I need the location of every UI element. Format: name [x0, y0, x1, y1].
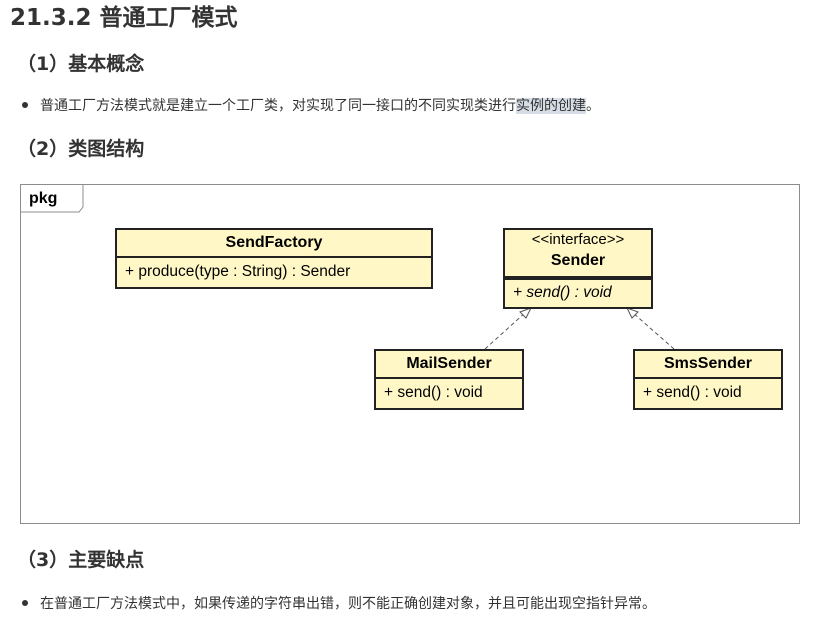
drawback-text: 在普通工厂方法模式中，如果传递的字符串出错，则不能正确创建对象，并且可能出现空指…: [40, 596, 656, 612]
list-item-concept: 普通工厂方法模式就是建立一个工厂类，对实现了同一接口的不同实现类进行实例的创建。: [22, 96, 600, 116]
bullet-dot: [22, 102, 28, 108]
class-operation: + produce(type : String) : Sender: [125, 263, 351, 280]
bullet-dot: [22, 600, 28, 606]
class-name: Sender: [550, 252, 606, 269]
class-name: MailSender: [376, 351, 522, 379]
highlighted-text: 实例的创建: [516, 98, 586, 114]
diagram-lines: [21, 185, 675, 350]
compartment-divider: [505, 272, 651, 278]
class-sendfactory: SendFactory + produce(type : String) : S…: [115, 228, 433, 289]
realization-line-mailsender: [484, 311, 527, 350]
realization-line-smssender: [631, 311, 675, 350]
uml-class-diagram: pkg SendFactory + produce(type : String)…: [20, 184, 800, 524]
realization-arrowhead-smssender: [625, 307, 639, 319]
section-title-class-diagram: （2）类图结构: [17, 138, 145, 160]
concept-text-end: 。: [586, 98, 600, 114]
interface-sender: <<interface>> Sender + send() : void: [503, 228, 653, 309]
stereotype-label: <<interface>>: [531, 231, 625, 248]
class-mailsender: MailSender + send() : void: [374, 349, 524, 410]
class-name: SmsSender: [635, 351, 781, 379]
class-operation: + send() : void: [505, 278, 651, 306]
class-operation: + send() : void: [643, 384, 742, 401]
list-item-drawback: 在普通工厂方法模式中，如果传递的字符串出错，则不能正确创建对象，并且可能出现空指…: [22, 594, 656, 614]
page-heading: 21.3.2 普通工厂模式: [10, 5, 238, 31]
realization-arrowhead-mailsender: [519, 307, 533, 319]
package-tab-outline: [21, 185, 84, 213]
class-name: SendFactory: [117, 230, 431, 258]
concept-text: 普通工厂方法模式就是建立一个工厂类，对实现了同一接口的不同实现类进行: [40, 98, 516, 114]
class-operation: + send() : void: [384, 384, 483, 401]
package-label: pkg: [29, 190, 58, 207]
section-title-concept: （1）基本概念: [17, 53, 145, 75]
section-title-drawbacks: （3）主要缺点: [17, 549, 145, 571]
class-smssender: SmsSender + send() : void: [633, 349, 783, 410]
